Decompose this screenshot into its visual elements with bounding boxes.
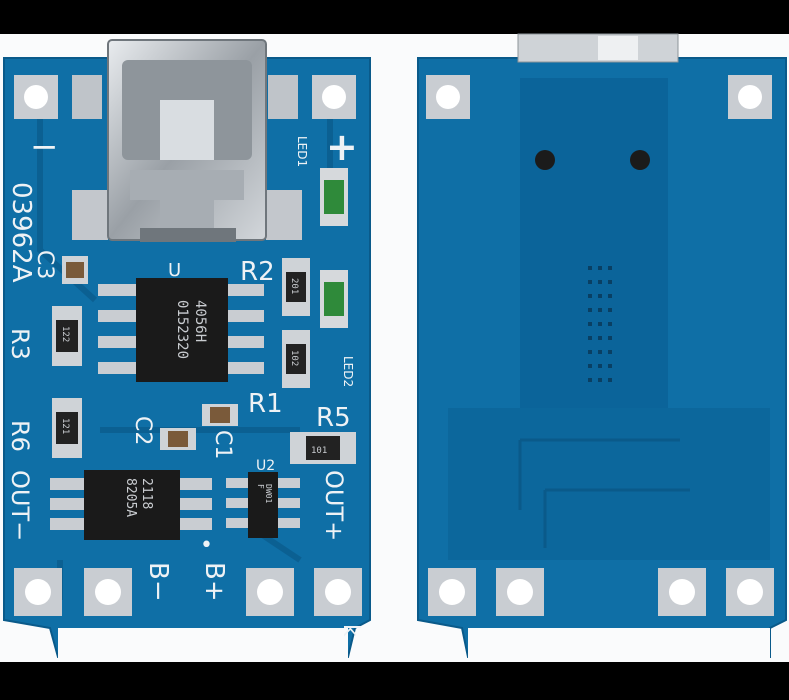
b-plus-label: B+ <box>199 562 229 602</box>
back-bottom-cutout <box>468 628 770 662</box>
k-label: k <box>338 624 363 637</box>
back-top-pads <box>426 75 772 119</box>
front-plus-label: + <box>326 125 358 169</box>
back-mount-hole-right <box>630 150 650 170</box>
front-bottom-cutout <box>58 628 348 662</box>
back-bottom-pads <box>428 568 774 616</box>
r6-resistor: 121 <box>52 398 82 458</box>
mosfet-8205a: 2118 8205A <box>50 470 212 540</box>
c3-label: C3 <box>32 250 57 279</box>
c2-label: C2 <box>130 416 155 445</box>
out-minus-label: OUT− <box>6 470 34 541</box>
u1-charger-chip: 4056H 0152320 <box>98 278 264 382</box>
r5-label: R5 <box>316 403 351 433</box>
r1-resistor: 102 <box>282 330 310 388</box>
back-traces <box>518 438 690 548</box>
c1-label: C1 <box>210 430 235 459</box>
r2-label: R2 <box>240 257 275 287</box>
front-bottom-pads <box>14 568 362 616</box>
front-top-pads <box>14 75 356 119</box>
svg-text:DW01: DW01 <box>264 484 273 503</box>
r6-label: R6 <box>6 420 34 452</box>
mini-usb-connector <box>72 39 302 242</box>
back-board <box>417 33 787 662</box>
r3-resistor: 122 <box>52 306 82 366</box>
led2-label: LED2 <box>341 356 355 387</box>
svg-text:122: 122 <box>60 326 70 342</box>
led1-label: LED1 <box>295 136 309 167</box>
u1-label: U <box>168 260 181 281</box>
svg-text:4056H: 4056H <box>192 300 208 342</box>
svg-text:2118: 2118 <box>139 478 154 509</box>
back-via-grid <box>588 266 612 382</box>
r1-label: R1 <box>248 389 283 419</box>
svg-text:102: 102 <box>289 350 299 366</box>
out-plus-label: OUT+ <box>320 470 348 541</box>
u2-label: U2 <box>256 458 275 474</box>
r3-label: R3 <box>6 328 34 360</box>
c2-capacitor <box>160 428 196 450</box>
r2-resistor: 201 <box>282 258 310 316</box>
front-board: − + LED1 03962A LED2 201 R2 <box>3 39 371 662</box>
back-copper-area <box>520 78 668 408</box>
c1-capacitor <box>202 404 238 426</box>
back-ground-plane <box>448 408 770 560</box>
svg-text:8205A: 8205A <box>123 478 138 517</box>
svg-text:F: F <box>256 484 265 489</box>
u2-protection-chip: DW01 F <box>226 472 300 538</box>
b-minus-label: B− <box>143 562 173 602</box>
svg-text:201: 201 <box>289 278 299 294</box>
svg-text:101: 101 <box>311 446 327 456</box>
led1 <box>320 168 348 226</box>
part-number-label: 03962A <box>6 182 36 283</box>
c3-capacitor <box>62 256 88 284</box>
back-mount-hole-left <box>535 150 555 170</box>
r5-resistor: 101 <box>290 432 356 464</box>
svg-text:121: 121 <box>60 418 70 434</box>
svg-text:0152320: 0152320 <box>174 300 190 359</box>
led2 <box>320 270 348 328</box>
front-minus-label: − <box>30 127 59 167</box>
dot-marker: • <box>200 533 213 558</box>
